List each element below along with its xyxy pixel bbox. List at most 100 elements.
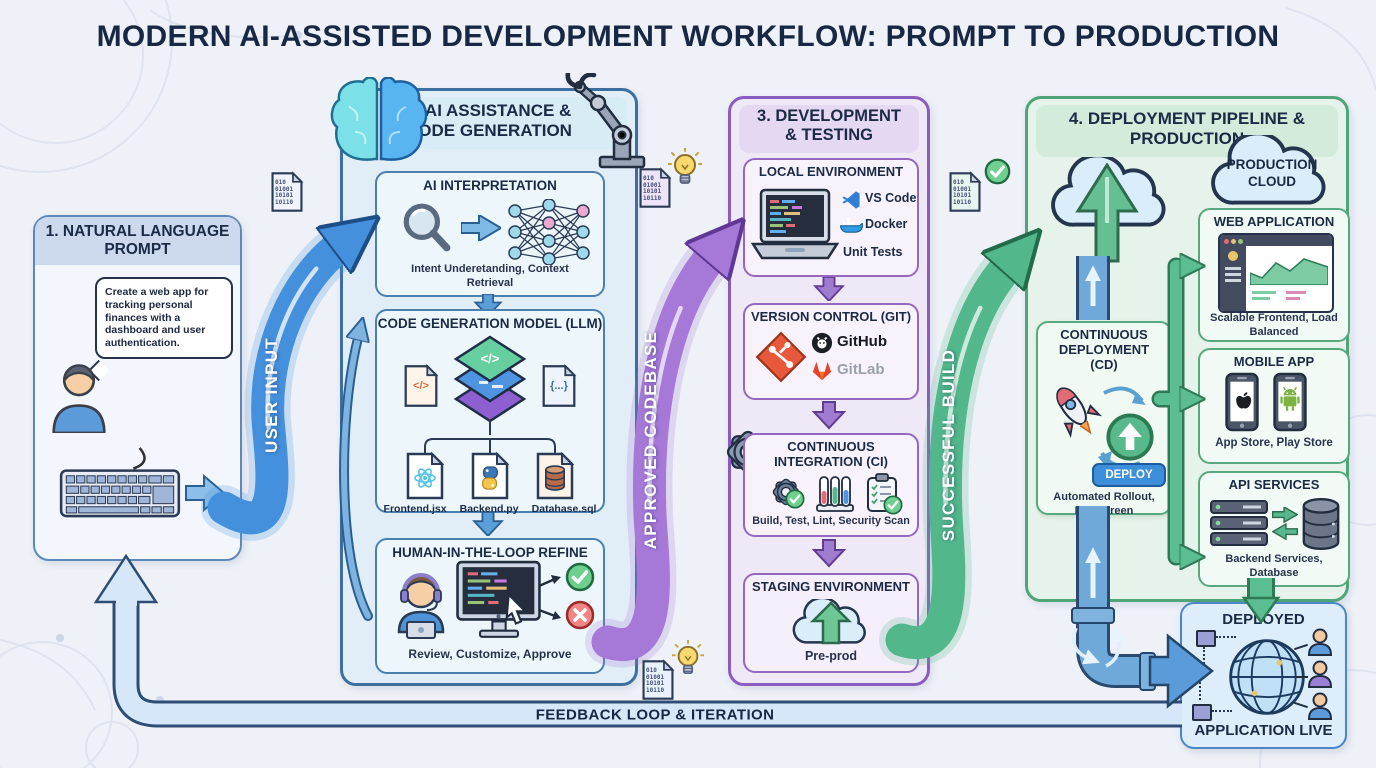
version-control-box: VERSION CONTROL (GIT) GitHub GitLab (743, 303, 919, 400)
react-icon (414, 468, 436, 488)
user-icon (52, 364, 106, 433)
github-label: GitHub (837, 333, 887, 350)
down-arrow-icon (812, 401, 846, 430)
llm-layers-icon (453, 335, 527, 423)
hitl-box: HUMAN-IN-THE-LOOP REFINE (375, 538, 605, 674)
successful-build-arrow (879, 266, 1008, 666)
ai-interpretation-title: AI INTERPRETATION (423, 178, 557, 193)
user-link (1296, 676, 1308, 678)
api-services-title: API SERVICES (1228, 477, 1320, 492)
binary-text: 010 01001 10101 10110 (953, 179, 972, 206)
generated-file-labels: Frontend.jsx Backend.py Datahase.sql (377, 503, 603, 515)
panel4-title: 4. DEPLOYMENT PIPELINE & PRODUCTION (1068, 109, 1306, 149)
ai-interpretation-caption: Intent Underetanding, Context Retrieval (411, 263, 569, 289)
developer-headset-icon (397, 573, 445, 639)
panel-ai-assistance: 2. AI ASSISTANCE & CODE GENERATION AI IN… (330, 73, 646, 686)
binary-text: 010 01001 10101 10110 (643, 175, 662, 202)
github-icon (811, 332, 833, 354)
staging-box: STAGING ENVIRONMENT Pre-prod (743, 573, 919, 673)
code-generation-box: CODE GENERATION MODEL (LLM) </> </> {...… (375, 309, 605, 515)
dotted-link (1203, 647, 1205, 671)
backend-file-label: Backend.py (459, 503, 519, 515)
staging-upload-arrow (809, 601, 853, 645)
local-environment-box: LOCAL ENVIRONMENT VS Code (743, 158, 919, 277)
down-arrow-icon (813, 277, 845, 301)
database-file-label: Datahase.sql (531, 503, 597, 515)
brain-icon (330, 77, 428, 161)
deploy-button: DEPLOY (1092, 463, 1166, 487)
magnifier-icon (403, 203, 451, 252)
ci-title: CONTINUOUS INTEGRATION (CI) (774, 439, 888, 469)
panel3-title: 3. DEVELOPMENT & TESTING (757, 107, 901, 145)
mobile-app-title: MOBILE APP (1233, 354, 1315, 369)
sync-arrows-icon (1272, 507, 1298, 541)
mockup-chart (1250, 258, 1328, 285)
user-input-arrow (201, 246, 340, 541)
down-arrow-icon (812, 539, 846, 568)
gitlab-icon (812, 361, 832, 381)
ai-interpretation-box: AI INTERPRETATION Intent Underetanding, … (375, 171, 605, 297)
ci-caption: Build, Test, Lint, Security Scan (752, 515, 910, 527)
code-glyph: </> (480, 351, 500, 366)
rocket-icon (1056, 387, 1102, 439)
binary-text: 010 01001 10101 10110 (646, 667, 665, 694)
lightbulb-icon (668, 148, 702, 184)
successful-build-label: SUCCESSFUL BUILD (939, 348, 958, 542)
staging-caption: Pre-prod (804, 649, 858, 663)
mobile-app-caption: App Store, Play Store (1215, 437, 1333, 449)
version-control-title: VERSION CONTROL (GIT) (750, 309, 912, 324)
dotted-link (1216, 636, 1236, 638)
web-application-caption: Scalable Frontend, Load Balanced (1210, 312, 1338, 338)
code-generation-title: CODE GENERATION MODEL (LLM) (377, 316, 603, 331)
vscode-icon (842, 191, 860, 209)
approved-codebase-label: APPROVED CODEBASE (641, 330, 660, 550)
docker-icon (839, 217, 863, 233)
web-application-title: WEB APPLICATION (1213, 214, 1335, 229)
down-arrow-icon (472, 512, 504, 536)
server-stack-icon (1210, 500, 1268, 546)
live-arrow (1241, 578, 1281, 625)
api-services-box: API SERVICES Backend Services, Database (1198, 471, 1350, 587)
prompt-speech-bubble: Create a web app for tracking personal f… (95, 277, 233, 359)
mobile-app-box: MOBILE APP App Store, Play Store (1198, 348, 1350, 464)
code-file-glyph: </> (413, 380, 429, 392)
android-icon (1280, 386, 1300, 411)
client-node-icon (1192, 704, 1212, 721)
lightbulb-icon (672, 640, 704, 675)
dotted-link (1199, 678, 1201, 700)
web-application-box: WEB APPLICATION Scalable Frontend, (1198, 208, 1350, 342)
client-node-icon (1196, 630, 1216, 647)
code-monitor-icon (456, 560, 541, 638)
ci-box: CONTINUOUS INTEGRATION (CI) (743, 433, 919, 537)
dotted-link (1212, 710, 1232, 712)
panel1-title: 1. NATURAL LANGUAGE PROMPT (45, 223, 230, 259)
python-icon (482, 466, 498, 490)
approved-codebase-arrow (585, 256, 712, 668)
laptop-code-icon (751, 188, 839, 260)
hitl-title: HUMAN-IN-THE-LOOP REFINE (392, 545, 588, 560)
cd-title: CONTINUOUS DEPLOYMENT (CD) (1058, 327, 1150, 372)
feedback-loop-label: FEEDBACK LOOP & ITERATION (535, 706, 775, 724)
git-icon (755, 331, 807, 383)
gitlab-label: GitLab (837, 361, 885, 378)
braces-glyph: {...} (550, 380, 568, 392)
distribution-trunk (1151, 266, 1182, 557)
application-live-label: APPLICATION LIVE (1194, 722, 1333, 739)
database-mini-icon (545, 465, 565, 491)
panel-deployment-production: 4. DEPLOYMENT PIPELINE & PRODUCTION CONT… (1025, 96, 1350, 602)
robot-arm-icon (565, 73, 646, 169)
reject-arrow-icon (538, 608, 561, 620)
docker-label: Docker (865, 217, 908, 231)
cd-box: CONTINUOUS DEPLOYMENT (CD) (1036, 321, 1172, 517)
user-input-label: USER INPUT (262, 337, 281, 453)
globe-icon (1229, 639, 1305, 715)
frontend-file-label: Frontend.jsx (383, 503, 447, 515)
panel1-header-band (35, 217, 240, 265)
arrow-right-icon (461, 215, 501, 241)
panel2-title: 2. AI ASSISTANCE & CODE GENERATION (406, 101, 572, 141)
deployment-pipe (1071, 256, 1215, 709)
apple-icon (1236, 392, 1252, 409)
feedback-pipe (93, 553, 1182, 728)
